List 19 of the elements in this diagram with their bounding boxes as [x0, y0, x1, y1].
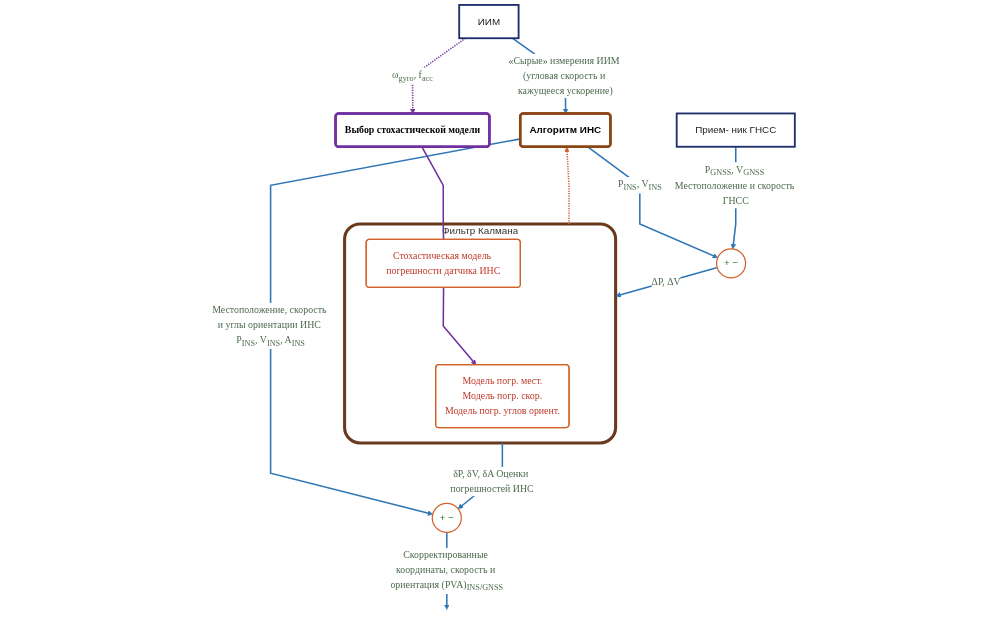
arrow — [442, 287, 477, 366]
node-box: Прием- ник ГНСС — [676, 112, 797, 148]
connector — [421, 146, 445, 241]
node-box: ИИМ — [458, 4, 520, 40]
arrow — [410, 37, 467, 114]
edge-label: «Сырые» измерения ИИМ (угловая скорость и кажущееся ускорение) — [508, 55, 620, 96]
node-circle: + − — [716, 248, 747, 279]
edge-label: δP, δV, δA Оценки погрешностей ИНС — [450, 468, 534, 494]
arrow — [587, 146, 719, 259]
edge-label: P$_{INS}$, V$_{INS}$ — [618, 178, 663, 192]
node-circle: + − — [432, 502, 463, 533]
arrow — [564, 146, 571, 225]
edge-label: Скорректированные координаты, скорость и ориентация (PVA)$_{INS/GNSS}$ — [390, 549, 504, 593]
arrow — [270, 138, 522, 516]
edge-label: Местоположение, скорость и углы ориентации ИНС P$_{INS}$, V$_{INS}$, A$_{INS}$ — [212, 304, 327, 348]
edge-label: ΔP, ΔV — [651, 276, 681, 287]
edge-label: ω$_{gyro}$, f$_{acc}$ — [392, 69, 434, 83]
arrow — [615, 266, 718, 298]
edge-label: P$_{GNSS}$, V$_{GNSS}$ Местоположение и скорость ГНСС — [675, 164, 795, 207]
